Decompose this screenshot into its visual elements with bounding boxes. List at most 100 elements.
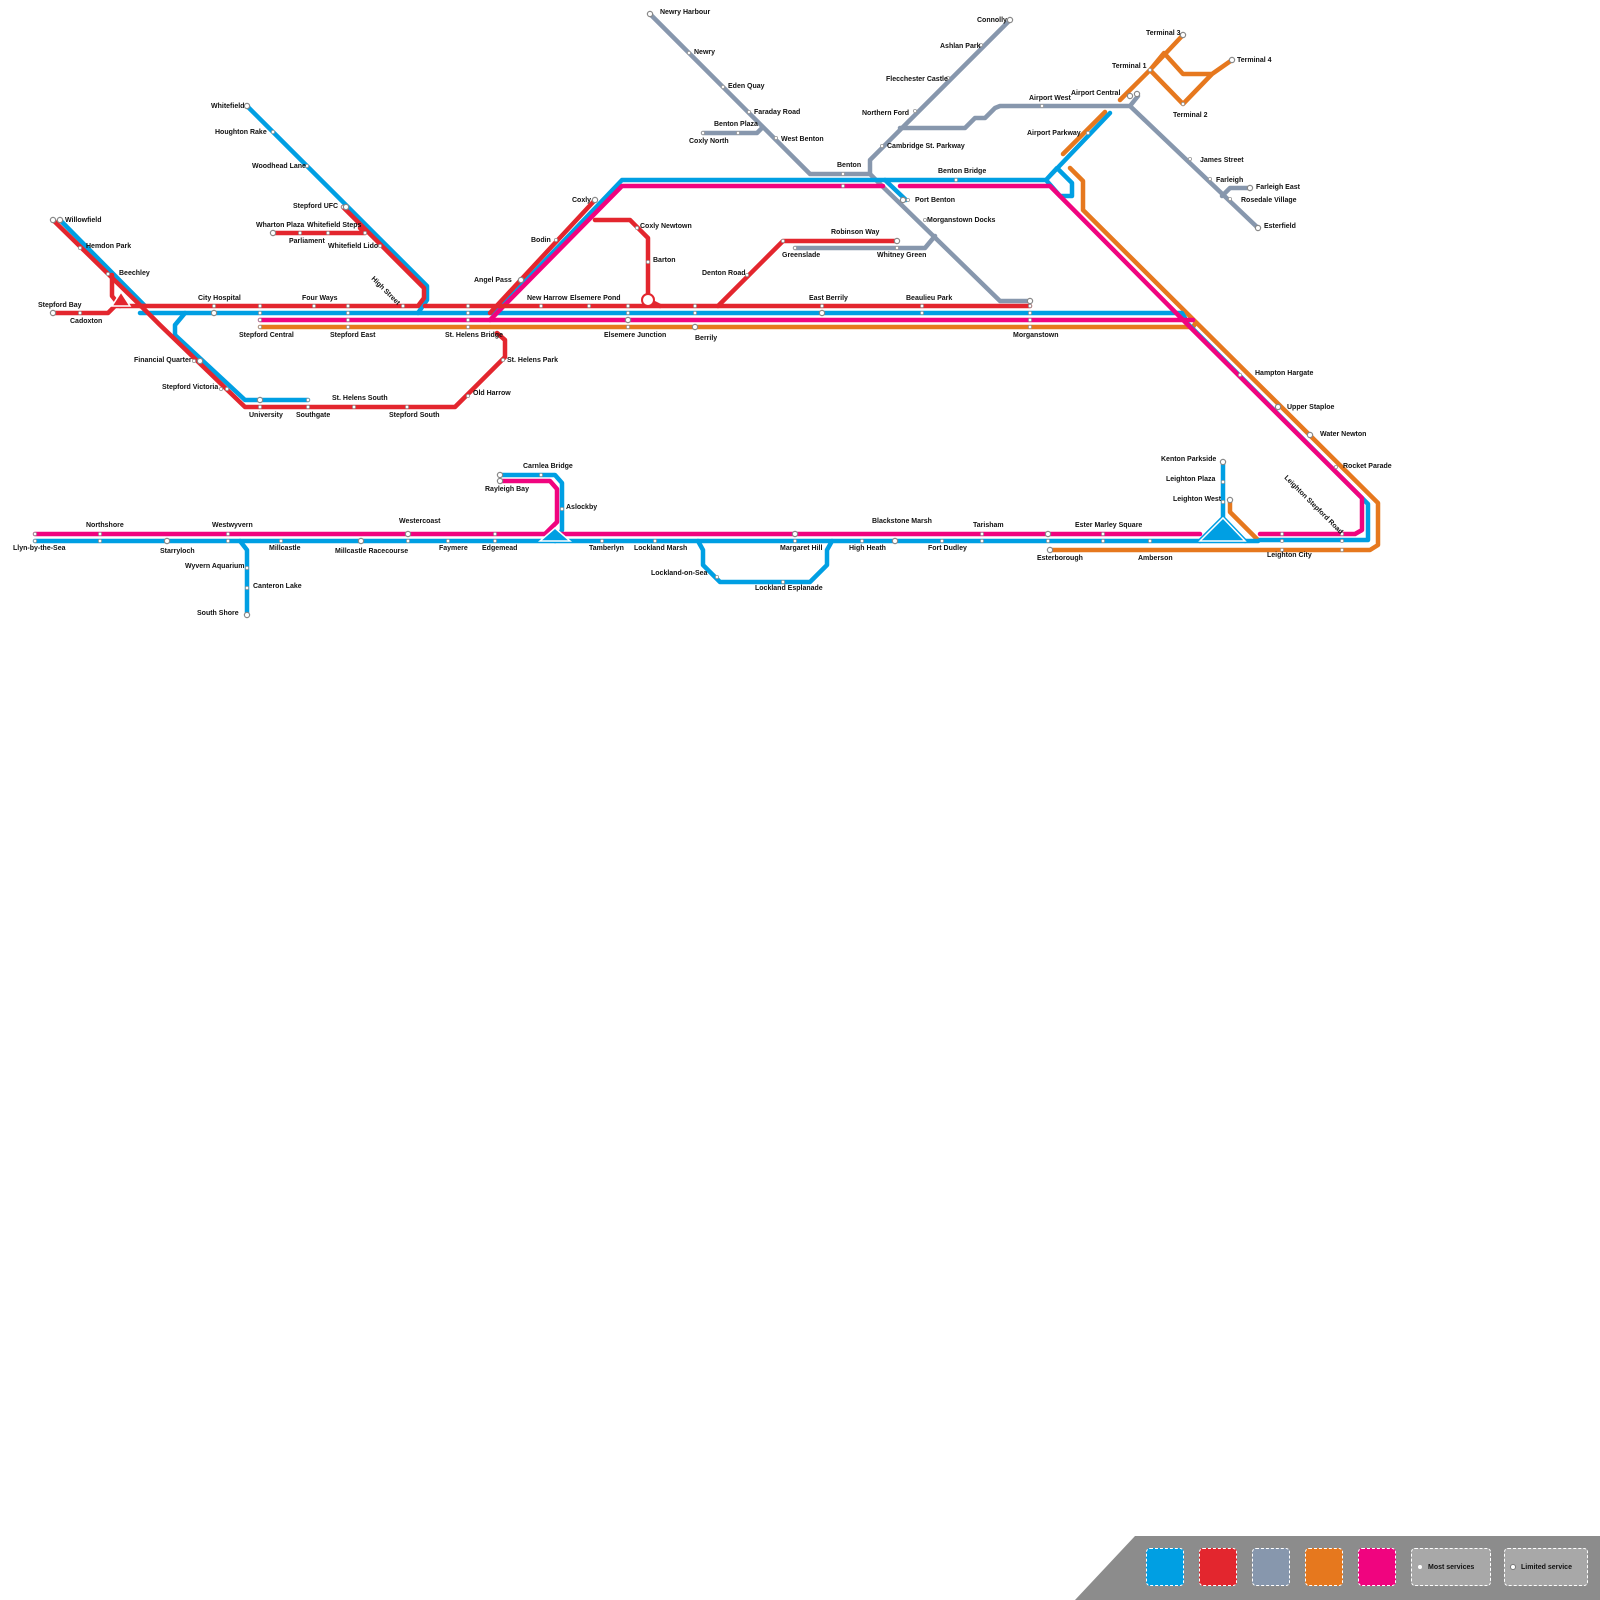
station-label-westwyvern[interactable]: Westwyvern [212, 522, 253, 529]
station-label-hampton-hargate[interactable]: Hampton Hargate [1255, 370, 1313, 377]
station-label-houghton-rake[interactable]: Houghton Rake [215, 129, 267, 136]
station-label-benton-bridge[interactable]: Benton Bridge [938, 168, 986, 175]
station-label-airport-central[interactable]: Airport Central [1071, 90, 1120, 97]
station-label-ashlan-park[interactable]: Ashlan Park [940, 43, 981, 50]
station-label-airport-parkway[interactable]: Airport Parkway [1027, 130, 1081, 137]
station-label-stepford-central[interactable]: Stepford Central [239, 332, 294, 339]
station-label-parliament[interactable]: Parliament [289, 238, 325, 245]
station-label-terminal-1[interactable]: Terminal 1 [1112, 63, 1147, 70]
station-label-coxly-newtown[interactable]: Coxly Newtown [640, 223, 692, 230]
station-label-port-benton[interactable]: Port Benton [915, 197, 955, 204]
station-label-fort-dudley[interactable]: Fort Dudley [928, 545, 967, 552]
station-label-lockland-esplanade[interactable]: Lockland Esplanade [755, 585, 823, 592]
station-label-edgemead[interactable]: Edgemead [482, 545, 517, 552]
station-label-leighton-west[interactable]: Leighton West [1173, 496, 1222, 503]
station-label-angel-pass[interactable]: Angel Pass [474, 277, 512, 284]
station-label-benton[interactable]: Benton [837, 162, 861, 169]
station-label-woodhead-lane[interactable]: Woodhead Lane [252, 163, 306, 170]
station-label-whitney-green[interactable]: Whitney Green [877, 252, 926, 259]
station-label-hemdon-park[interactable]: Hemdon Park [86, 243, 131, 250]
station-label-tarisham[interactable]: Tarisham [973, 522, 1004, 529]
station-label-st-helens-bridge[interactable]: St. Helens Bridge [445, 332, 503, 339]
station-label-upper-staploe[interactable]: Upper Staploe [1287, 404, 1335, 411]
station-label-east-berrily[interactable]: East Berrily [809, 295, 848, 302]
station-label-canteron-lake[interactable]: Canteron Lake [253, 583, 302, 590]
station-label-whitefield-steps[interactable]: Whitefield Steps [307, 222, 362, 229]
station-label-beechley[interactable]: Beechley [119, 270, 150, 277]
station-label-south-shore[interactable]: South Shore [197, 610, 239, 617]
station-label-st-helens-park[interactable]: St. Helens Park [507, 357, 558, 364]
station-label-lockland-marsh[interactable]: Lockland Marsh [634, 545, 687, 552]
station-label-stepford-victoria[interactable]: Stepford Victoria [162, 384, 218, 391]
station-label-barton[interactable]: Barton [653, 257, 676, 264]
station-label-water-newton[interactable]: Water Newton [1320, 431, 1366, 438]
station-label-leighton-plaza[interactable]: Leighton Plaza [1166, 476, 1216, 483]
station-label-lockland-on-sea[interactable]: Lockland-on-Sea [651, 570, 708, 577]
station-label-cambridge-st-parkway[interactable]: Cambridge St. Parkway [887, 143, 965, 150]
station-label-southgate[interactable]: Southgate [296, 412, 330, 419]
station-label-ester-marley-square[interactable]: Ester Marley Square [1075, 522, 1142, 529]
station-label-farleigh-east[interactable]: Farleigh East [1256, 184, 1301, 191]
station-label-greenslade[interactable]: Greenslade [782, 252, 820, 259]
station-label-wyvern-aquarium[interactable]: Wyvern Aquarium [185, 563, 245, 570]
station-label-coxly-north[interactable]: Coxly North [689, 138, 729, 145]
station-label-airport-west[interactable]: Airport West [1029, 95, 1072, 102]
station-label-millcastle-racecourse[interactable]: Millcastle Racecourse [335, 548, 408, 555]
station-label-morganstown[interactable]: Morganstown [1013, 332, 1059, 339]
station-label-rosedale-village[interactable]: Rosedale Village [1241, 197, 1297, 204]
station-label-newry[interactable]: Newry [694, 49, 715, 56]
station-label-st-helens-south[interactable]: St. Helens South [332, 395, 388, 402]
station-label-city-hospital[interactable]: City Hospital [198, 295, 241, 302]
station-label-leighton-city[interactable]: Leighton City [1267, 552, 1312, 559]
station-label-esterfield[interactable]: Esterfield [1264, 223, 1296, 230]
station-label-carnlea-bridge[interactable]: Carnlea Bridge [523, 463, 573, 470]
station-label-four-ways[interactable]: Four Ways [302, 295, 338, 302]
station-label-rocket-parade[interactable]: Rocket Parade [1343, 463, 1392, 470]
station-label-west-benton[interactable]: West Benton [781, 136, 824, 143]
station-label-stepford-east[interactable]: Stepford East [330, 332, 376, 339]
station-label-flecchester-castle[interactable]: Flecchester Castle [886, 76, 948, 83]
station-label-bodin[interactable]: Bodin [531, 237, 551, 244]
station-label-blackstone-marsh[interactable]: Blackstone Marsh [872, 518, 932, 525]
station-label-newry-harbour[interactable]: Newry Harbour [660, 9, 710, 16]
station-label-margaret-hill[interactable]: Margaret Hill [780, 545, 822, 552]
station-label-starryloch[interactable]: Starryloch [160, 548, 195, 555]
station-label-northern-ford[interactable]: Northern Ford [862, 110, 909, 117]
station-label-new-harrow[interactable]: New Harrow [527, 295, 568, 302]
station-label-financial-quarter[interactable]: Financial Quarter [134, 357, 192, 364]
station-label-robinson-way[interactable]: Robinson Way [831, 229, 879, 236]
station-label-farleigh[interactable]: Farleigh [1216, 177, 1243, 184]
station-label-wharton-plaza[interactable]: Wharton Plaza [256, 222, 304, 229]
station-label-westercoast[interactable]: Westercoast [399, 518, 441, 525]
station-label-stepford-south[interactable]: Stepford South [389, 412, 440, 419]
station-label-terminal-2[interactable]: Terminal 2 [1173, 112, 1208, 119]
station-label-coxly[interactable]: Coxly [572, 197, 591, 204]
station-label-aslockby[interactable]: Aslockby [566, 504, 597, 511]
station-label-high-street[interactable]: High Street [370, 275, 402, 307]
station-label-leighton-stepford-road[interactable]: Leighton Stepford Road [1283, 474, 1344, 535]
station-label-terminal-3[interactable]: Terminal 3 [1146, 30, 1181, 37]
station-label-whitefield-lido[interactable]: Whitefield Lido [328, 243, 378, 250]
station-label-university[interactable]: University [249, 412, 283, 419]
station-label-kenton-parkside[interactable]: Kenton Parkside [1161, 456, 1216, 463]
station-label-stepford-bay[interactable]: Stepford Bay [38, 302, 82, 309]
station-label-benton-plaza[interactable]: Benton Plaza [714, 121, 758, 128]
station-label-faymere[interactable]: Faymere [439, 545, 468, 552]
station-label-elsemere-junction[interactable]: Elsemere Junction [604, 332, 666, 339]
station-label-faraday-road[interactable]: Faraday Road [754, 109, 800, 116]
station-label-high-heath[interactable]: High Heath [849, 545, 886, 552]
station-label-millcastle[interactable]: Millcastle [269, 545, 301, 552]
station-label-whitefield[interactable]: Whitefield [211, 103, 244, 110]
station-label-beaulieu-park[interactable]: Beaulieu Park [906, 295, 952, 302]
station-label-eden-quay[interactable]: Eden Quay [728, 83, 765, 90]
station-label-stepford-ufc[interactable]: Stepford UFC [293, 203, 338, 210]
station-label-elsemere-pond[interactable]: Elsemere Pond [570, 295, 621, 302]
station-label-james-street[interactable]: James Street [1200, 157, 1244, 164]
station-label-llyn-by-the-sea[interactable]: Llyn-by-the-Sea [13, 545, 66, 552]
station-label-old-harrow[interactable]: Old Harrow [473, 390, 511, 397]
station-label-morganstown-docks[interactable]: Morganstown Docks [927, 217, 996, 224]
station-label-berrily[interactable]: Berrily [695, 335, 717, 342]
station-label-rayleigh-bay[interactable]: Rayleigh Bay [485, 486, 529, 493]
station-label-cadoxton[interactable]: Cadoxton [70, 318, 102, 325]
station-label-connolly[interactable]: Connolly [977, 17, 1007, 24]
